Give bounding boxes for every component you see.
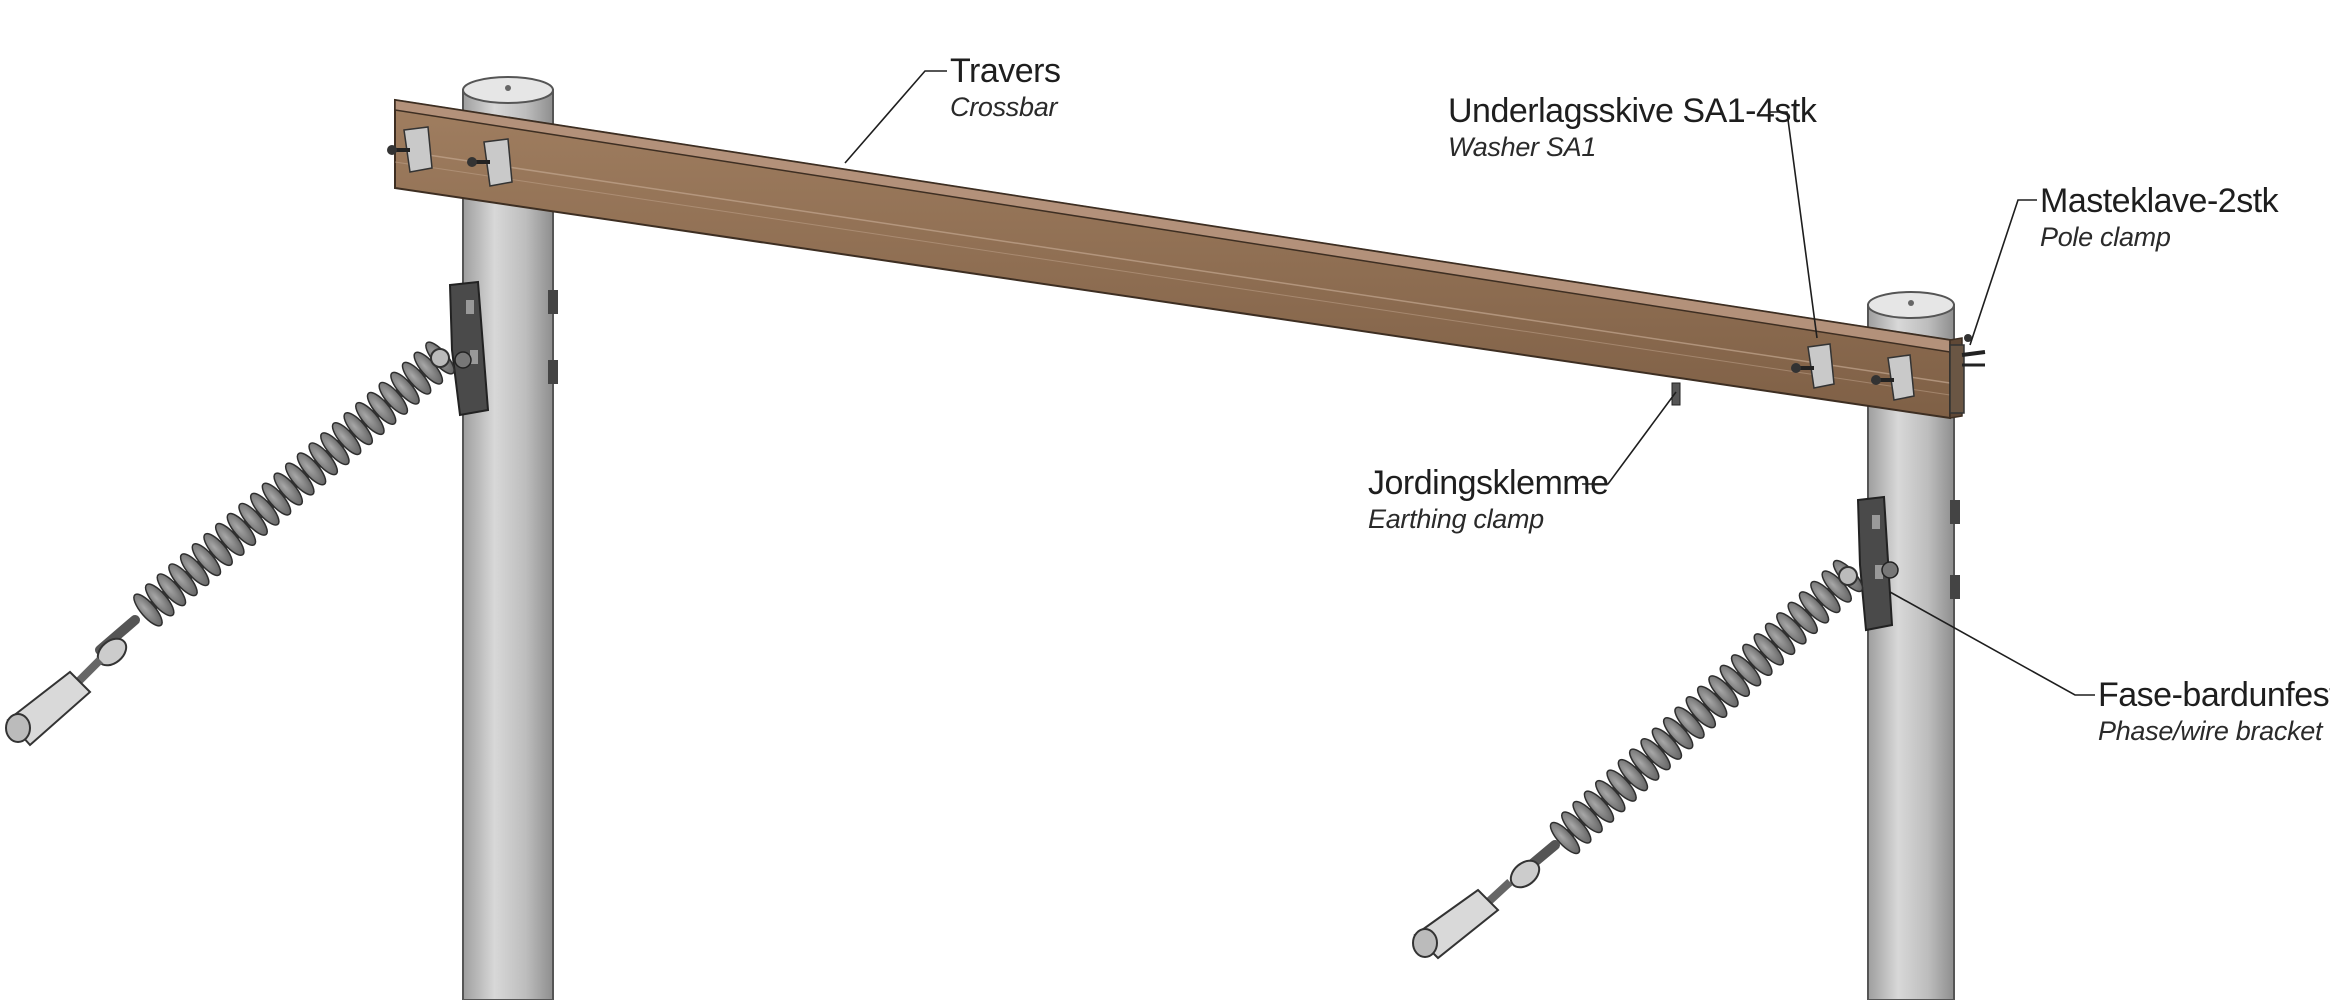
label-fase-bardunfeste: Fase-bardunfeste Phase/wire bracket (2098, 676, 2330, 748)
left-end-fitting (5, 615, 140, 747)
insulator-disc (214, 522, 245, 556)
insulator-disc (1708, 675, 1739, 708)
label-masteklave: Masteklave-2stk Pole clamp (2040, 182, 2279, 254)
insulator-disc (284, 462, 315, 496)
insulator-disc (273, 472, 304, 506)
insulator-disc (320, 432, 350, 466)
insulator-disc (378, 381, 409, 415)
label-travers: Travers Crossbar (950, 52, 1061, 124)
leader-travers (844, 70, 947, 164)
insulator-disc (191, 543, 222, 577)
insulator-disc (168, 563, 198, 597)
insulator-disc (1753, 633, 1785, 666)
label-jordingsklemme-sub: Earthing clamp (1368, 504, 1544, 534)
label-jordingsklemme-name: Jordingsklemme (1368, 464, 1609, 502)
insulator-disc (331, 422, 362, 456)
insulator-disc (1617, 758, 1649, 792)
insulator-disc (1719, 664, 1751, 697)
insulator-disc (1787, 601, 1818, 635)
insulator-disc (1674, 706, 1705, 739)
insulator-disc (179, 553, 210, 587)
insulator-disc (1742, 643, 1773, 676)
insulator-disc (1662, 717, 1694, 750)
insulator-disc (1561, 811, 1592, 844)
leader-fase (1889, 591, 2095, 696)
washer-2 (467, 138, 513, 187)
left-pole (462, 76, 554, 1000)
insulator-disc (1606, 769, 1637, 802)
label-fase-bardunfeste-sub: Phase/wire bracket (2098, 716, 2323, 746)
label-underlagsskive-sub: Washer SA1 (1448, 132, 1597, 162)
insulator-disc (366, 391, 397, 425)
insulator-disc (144, 583, 175, 617)
label-underlagsskive: Underlagsskive SA1-4stk Washer SA1 (1448, 92, 1817, 164)
insulator-disc (1730, 654, 1762, 687)
right-bracket (1856, 495, 1960, 632)
label-masteklave-name: Masteklave-2stk (2040, 182, 2279, 220)
insulator-disc (1583, 790, 1615, 823)
insulator-disc (1810, 580, 1841, 614)
label-fase-bardunfeste-name: Fase-bardunfeste (2098, 676, 2330, 714)
insulator-disc (261, 482, 292, 516)
label-masteklave-sub: Pole clamp (2040, 222, 2171, 252)
insulator-disc (401, 361, 432, 395)
crossbar-beam (394, 98, 1963, 420)
insulator-disc (1595, 779, 1626, 813)
insulator-disc (1764, 622, 1796, 656)
insulator-disc (1640, 738, 1671, 771)
washer-1 (387, 126, 433, 173)
insulator-disc (343, 412, 374, 446)
left-bracket (448, 280, 558, 417)
washer-3 (1791, 343, 1835, 389)
insulator-disc (1651, 727, 1683, 760)
right-pole (1867, 291, 1955, 1000)
label-jordingsklemme: Jordingsklemme Earthing clamp (1368, 464, 1609, 536)
pole-clamp (1949, 334, 1986, 414)
leader-jordingsklemme (1582, 391, 1677, 485)
insulator-disc (355, 401, 385, 436)
left-insulator-string (133, 341, 455, 627)
insulator-disc (133, 593, 163, 627)
insulator-disc (390, 371, 420, 405)
label-travers-name: Travers (950, 52, 1061, 90)
insulator-disc (1798, 591, 1830, 624)
insulator-disc (238, 502, 268, 536)
label-travers-sub: Crossbar (950, 92, 1058, 122)
washer-4 (1871, 354, 1915, 401)
insulator-disc (226, 512, 257, 546)
insulator-disc (296, 452, 327, 486)
insulator-disc (1572, 800, 1603, 834)
insulator-disc (249, 492, 280, 526)
insulator-disc (308, 442, 339, 476)
insulator-disc (1776, 612, 1807, 645)
earthing-clamp (1671, 382, 1681, 406)
insulator-disc (1628, 748, 1660, 781)
insulator-disc (1549, 821, 1581, 855)
leader-lines (844, 70, 2095, 696)
insulator-disc (1696, 685, 1728, 718)
insulator-disc (1685, 696, 1717, 729)
insulator-top-fitting (1838, 566, 1858, 586)
insulator-disc (156, 573, 187, 607)
insulator-top-fitting (430, 348, 450, 368)
insulator-disc (203, 532, 233, 567)
right-end-fitting (1412, 840, 1560, 960)
label-underlagsskive-name: Underlagsskive SA1-4stk (1448, 92, 1817, 130)
leader-masteklave (1969, 199, 2037, 346)
leader-underlagsskive (1770, 111, 1818, 339)
right-insulator-string (1549, 559, 1864, 855)
